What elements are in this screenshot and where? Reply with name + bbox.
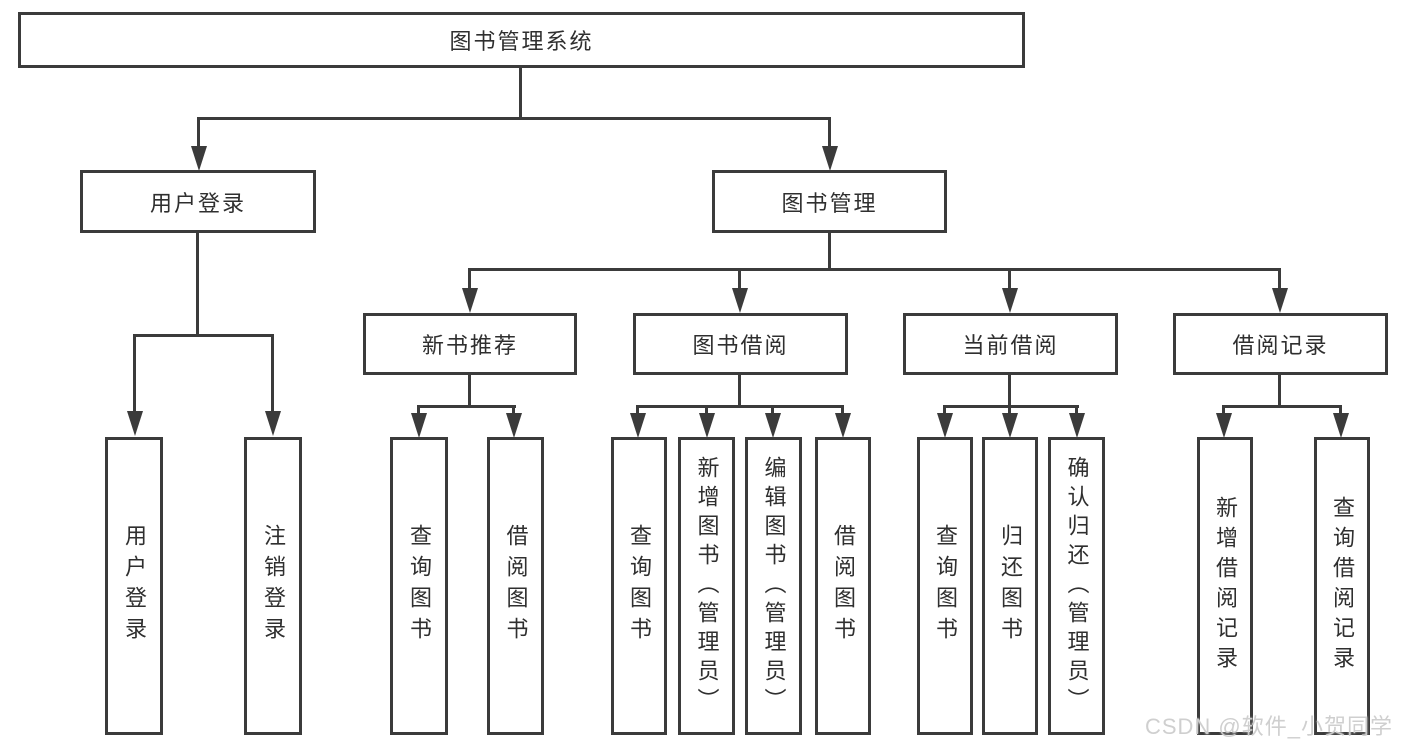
node-leaf-return-books: 归还图书 [982, 437, 1038, 735]
arrow-to-query-books-1 [411, 413, 427, 438]
arrow-to-confirm-return-admin [1069, 413, 1085, 438]
node-leaf-query-books-2: 查询图书 [611, 437, 667, 735]
connector-user-login-stem-right [271, 334, 274, 412]
node-leaf-borrow-books-1: 借阅图书 [487, 437, 544, 735]
connector-new-book-stem-1 [512, 405, 515, 414]
arrow-to-borrow-books-2 [835, 413, 851, 438]
arrow-to-leaf-logout [265, 411, 281, 436]
connector-level3-bar [468, 268, 1281, 271]
node-leaf-add-book-admin: 新增图书（管理员） [678, 437, 735, 735]
connector-current-borrow-bar [943, 405, 1079, 408]
node-leaf-add-borrow-record: 新增借阅记录 [1197, 437, 1253, 735]
connector-user-login-stem-left [133, 334, 136, 412]
connector-level2-stem-left [197, 117, 200, 147]
arrow-to-book-management [822, 146, 838, 171]
node-leaf-query-books-1: 查询图书 [390, 437, 448, 735]
connector-book-borrow-stem-2 [771, 405, 774, 414]
node-leaf-edit-book-admin: 编辑图书（管理员） [745, 437, 802, 735]
connector-book-mgmt-trunk [828, 233, 831, 270]
node-leaf-borrow-books-2: 借阅图书 [815, 437, 871, 735]
arrow-to-user-login [191, 146, 207, 171]
node-user-login: 用户登录 [80, 170, 316, 233]
connector-root-trunk [519, 67, 522, 118]
connector-level3-stem-3 [1278, 268, 1281, 289]
arrow-to-edit-book-admin [765, 413, 781, 438]
connector-level3-stem-2 [1008, 268, 1011, 289]
csdn-watermark: CSDN @软件_小贺同学 [1144, 714, 1393, 739]
node-leaf-query-books-3: 查询图书 [917, 437, 973, 735]
connector-book-borrow-trunk [738, 375, 741, 408]
node-borrowing-records: 借阅记录 [1173, 313, 1388, 375]
node-leaf-confirm-return-admin: 确认归还（管理员） [1048, 437, 1105, 735]
connector-current-borrow-stem-2 [1075, 405, 1078, 414]
connector-book-borrow-stem-1 [705, 405, 708, 414]
connector-records-stem-0 [1222, 405, 1225, 414]
arrow-to-add-book-admin [699, 413, 715, 438]
node-leaf-user-login: 用户登录 [105, 437, 163, 735]
arrow-to-current-borrowing [1002, 288, 1018, 313]
connector-current-borrow-stem-0 [943, 405, 946, 414]
node-root: 图书管理系统 [18, 12, 1025, 68]
arrow-to-query-books-3 [937, 413, 953, 438]
connector-book-borrow-bar [636, 405, 844, 408]
arrow-to-new-book-recommend [462, 288, 478, 313]
node-leaf-query-borrow-record: 查询借阅记录 [1314, 437, 1370, 735]
connector-level3-stem-1 [738, 268, 741, 289]
node-leaf-logout: 注销登录 [244, 437, 302, 735]
arrow-to-query-books-2 [630, 413, 646, 438]
connector-records-bar [1222, 405, 1342, 408]
connector-records-stem-1 [1339, 405, 1342, 414]
node-new-book-recommend: 新书推荐 [363, 313, 577, 375]
arrow-to-add-borrow-record [1216, 413, 1232, 438]
arrow-to-query-borrow-record [1333, 413, 1349, 438]
connector-level2-stem-right [828, 117, 831, 147]
connector-records-trunk [1278, 375, 1281, 408]
connector-new-book-bar [417, 405, 516, 408]
arrow-to-book-borrowing [732, 288, 748, 313]
connector-user-login-bar [133, 334, 274, 337]
arrow-to-leaf-user-login [127, 411, 143, 436]
connector-user-login-trunk [196, 233, 199, 337]
connector-new-book-trunk [468, 375, 471, 408]
arrow-to-borrowing-records [1272, 288, 1288, 313]
connector-current-borrow-stem-1 [1008, 405, 1011, 414]
connector-level2-bar [197, 117, 831, 120]
connector-book-borrow-stem-0 [636, 405, 639, 414]
node-book-management: 图书管理 [712, 170, 947, 233]
node-book-borrowing: 图书借阅 [633, 313, 848, 375]
connector-level3-stem-0 [468, 268, 471, 289]
arrow-to-borrow-books-1 [506, 413, 522, 438]
connector-book-borrow-stem-3 [841, 405, 844, 414]
connector-current-borrow-trunk [1008, 375, 1011, 408]
connector-new-book-stem-0 [417, 405, 420, 414]
node-current-borrowing: 当前借阅 [903, 313, 1118, 375]
arrow-to-return-books [1002, 413, 1018, 438]
